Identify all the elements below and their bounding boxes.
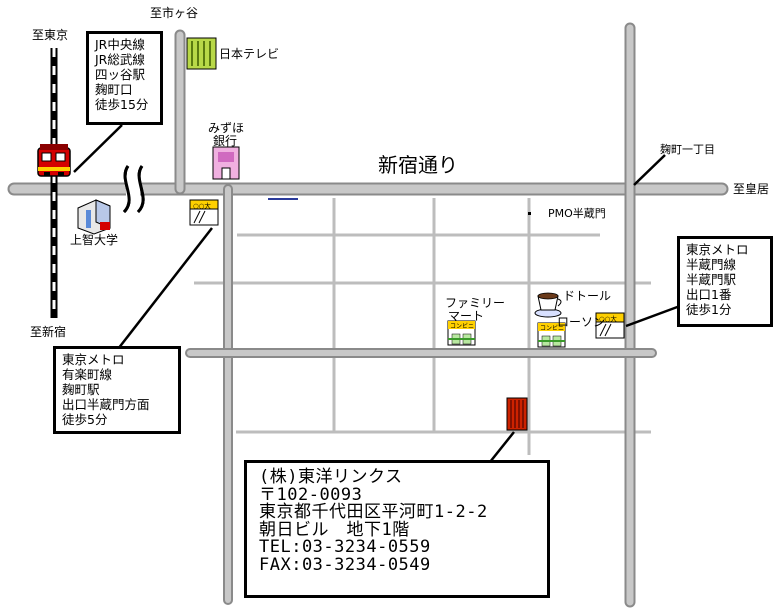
lawson-label: ローソン bbox=[557, 315, 606, 329]
callout-line: 東京メトロ bbox=[686, 242, 749, 257]
target-building-icon bbox=[506, 397, 528, 431]
callout-pointers bbox=[73, 124, 681, 463]
map-mark bbox=[528, 212, 531, 215]
nihon-tv-building-icon bbox=[186, 37, 217, 70]
shinjuku-dori-label: 新宿通り bbox=[378, 153, 458, 177]
callout-line: JR総武線 bbox=[95, 52, 145, 67]
callout-line: 徒歩1分 bbox=[686, 302, 732, 317]
telephone: TEL:03-3234-0559 bbox=[259, 537, 431, 558]
doutor-label: ドトール bbox=[563, 289, 612, 303]
sophia-university-label: 上智大学 bbox=[70, 233, 119, 247]
familymart-sign: コンビニ bbox=[450, 322, 474, 330]
callout-line: 麹町口 bbox=[95, 82, 133, 97]
map-mark bbox=[268, 198, 298, 200]
callout-line: JR中央線 bbox=[95, 37, 145, 52]
sophia-university-icon bbox=[77, 199, 111, 235]
postal-code: 〒102-0093 bbox=[259, 484, 363, 505]
callout-line: 有楽町線 bbox=[62, 367, 113, 382]
company-address-box: (株)東洋リンクス 〒102-0093 東京都千代田区平河町1-2-2 朝日ビル… bbox=[244, 460, 550, 598]
mizuho-bank-icon bbox=[212, 146, 240, 180]
direction-to-tokyo: 至東京 bbox=[32, 28, 69, 42]
callout-line: 出口半蔵門方面 bbox=[62, 397, 150, 412]
address-line-1: 東京都千代田区平河町1-2-2 bbox=[259, 502, 488, 523]
familymart-label-2: マート bbox=[448, 309, 485, 323]
direction-to-ichigaya: 至市ヶ谷 bbox=[150, 6, 199, 20]
hanzomon-station-callout: 東京メトロ 半蔵門線 半蔵門駅 出口1番 徒歩1分 bbox=[677, 236, 773, 327]
callout-line: 麹町駅 bbox=[62, 382, 100, 397]
callout-line: 半蔵門駅 bbox=[686, 272, 737, 287]
address-line-2: 朝日ビル 地下1階 bbox=[259, 519, 410, 540]
familymart-label-1: ファミリー bbox=[445, 296, 506, 310]
pmo-hanzomon-label: PMO半蔵門 bbox=[548, 207, 606, 220]
callout-line: 出口1番 bbox=[686, 287, 732, 302]
train-icon bbox=[37, 144, 71, 177]
callout-line: 徒歩15分 bbox=[95, 97, 149, 112]
fax: FAX:03-3234-0549 bbox=[259, 554, 431, 575]
direction-to-kokyo: 至皇居 bbox=[733, 182, 770, 196]
lawson-sign: コンビニ bbox=[540, 324, 564, 332]
minor-roads bbox=[194, 198, 651, 455]
mizuho-label-1: みずほ bbox=[208, 121, 245, 135]
callout-line: 四ッ谷駅 bbox=[95, 67, 146, 82]
kojimachi-1chome-label: 麹町一丁目 bbox=[660, 143, 715, 156]
mizuho-label-2: 銀行 bbox=[213, 134, 238, 148]
marudai-store-icon-1 bbox=[189, 199, 219, 226]
marudai-store-icon-2 bbox=[595, 312, 625, 339]
callout-line: 半蔵門線 bbox=[686, 257, 737, 272]
lawson-icon bbox=[537, 322, 566, 348]
marudai-sign-2: ○○大 bbox=[599, 314, 617, 323]
familymart-icon bbox=[447, 320, 476, 346]
marudai-sign-1: ○○大 bbox=[193, 201, 211, 210]
jr-yotsuya-callout: JR中央線 JR総武線 四ッ谷駅 麹町口 徒歩15分 bbox=[86, 31, 163, 125]
callout-line: 東京メトロ bbox=[62, 352, 125, 367]
nihon-tv-label: 日本テレビ bbox=[219, 47, 280, 61]
direction-to-shinjuku: 至新宿 bbox=[30, 325, 67, 339]
coffee-cup-icon bbox=[534, 292, 562, 318]
kojimachi-station-callout: 東京メトロ 有楽町線 麹町駅 出口半蔵門方面 徒歩5分 bbox=[53, 346, 181, 434]
callout-line: 徒歩5分 bbox=[62, 412, 108, 427]
company-name: (株)東洋リンクス bbox=[259, 467, 403, 487]
